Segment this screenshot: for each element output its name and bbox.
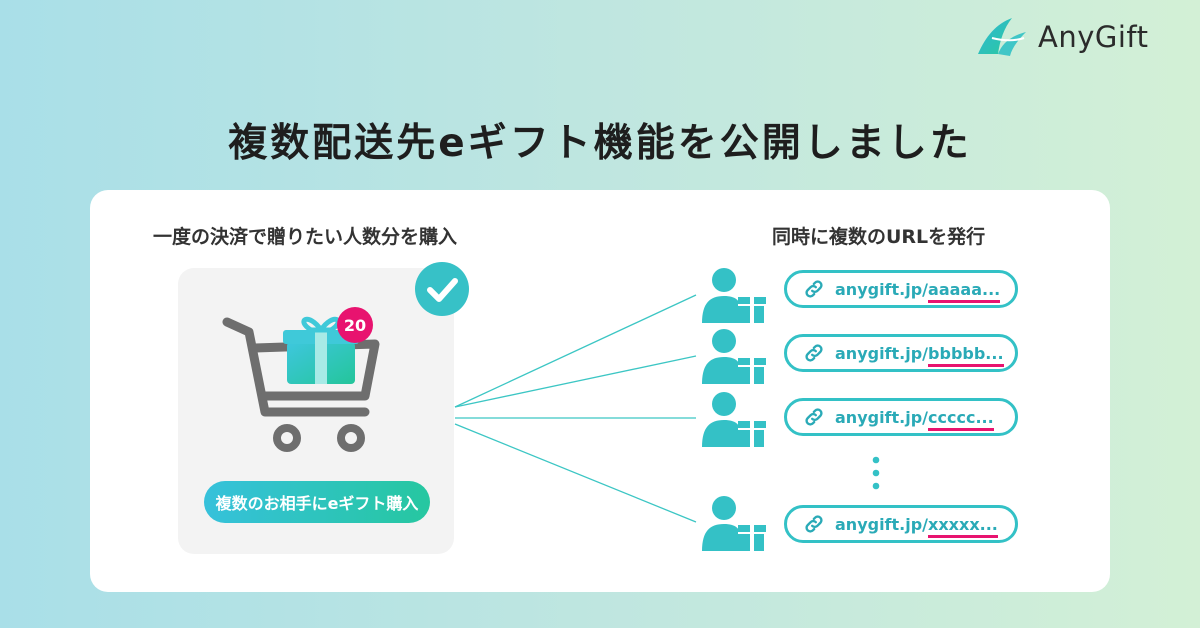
gift-box-icon xyxy=(283,316,359,384)
gift-url-pill[interactable]: anygift.jp/xxxxx... xyxy=(784,505,1018,543)
url-text: anygift.jp/ccccc... xyxy=(835,407,994,431)
url-slug: aaaaa... xyxy=(928,279,1001,303)
ribbon-logo-icon xyxy=(978,18,1026,56)
right-section-title: 同時に複数のURLを発行 xyxy=(772,226,986,248)
brand-name: AnyGift xyxy=(1038,20,1149,54)
link-icon xyxy=(805,408,823,426)
vertical-ellipsis-icon xyxy=(872,456,880,490)
url-text: anygift.jp/xxxxx... xyxy=(835,514,998,538)
brand-logo[interactable]: AnyGift xyxy=(972,14,1148,60)
user-gift-icon xyxy=(702,496,766,551)
url-slug: xxxxx... xyxy=(928,514,998,538)
link-icon xyxy=(805,515,823,533)
url-slug: bbbbb... xyxy=(928,343,1004,367)
gift-url-pill[interactable]: anygift.jp/bbbbb... xyxy=(784,334,1018,372)
user-gift-icon xyxy=(702,392,766,447)
buy-multiple-button[interactable]: 複数のお相手にeギフト購入 xyxy=(204,481,430,523)
check-circle-icon xyxy=(415,262,469,316)
gift-url-pill[interactable]: anygift.jp/ccccc... xyxy=(784,398,1018,436)
shopping-cart-icon xyxy=(222,316,380,452)
url-text: anygift.jp/aaaaa... xyxy=(835,279,1001,303)
link-icon xyxy=(805,280,823,298)
link-icon xyxy=(805,344,823,362)
gift-url-pill[interactable]: anygift.jp/aaaaa... xyxy=(784,270,1018,308)
page-headline: 複数配送先eギフト機能を公開しました xyxy=(228,121,972,166)
user-gift-icon xyxy=(702,329,766,384)
url-slug: ccccc... xyxy=(928,407,994,431)
item-count-badge: 20 xyxy=(337,307,373,343)
url-text: anygift.jp/bbbbb... xyxy=(835,343,1004,367)
left-section-title: 一度の決済で贈りたい人数分を購入 xyxy=(153,226,458,248)
user-gift-icon xyxy=(702,268,766,323)
